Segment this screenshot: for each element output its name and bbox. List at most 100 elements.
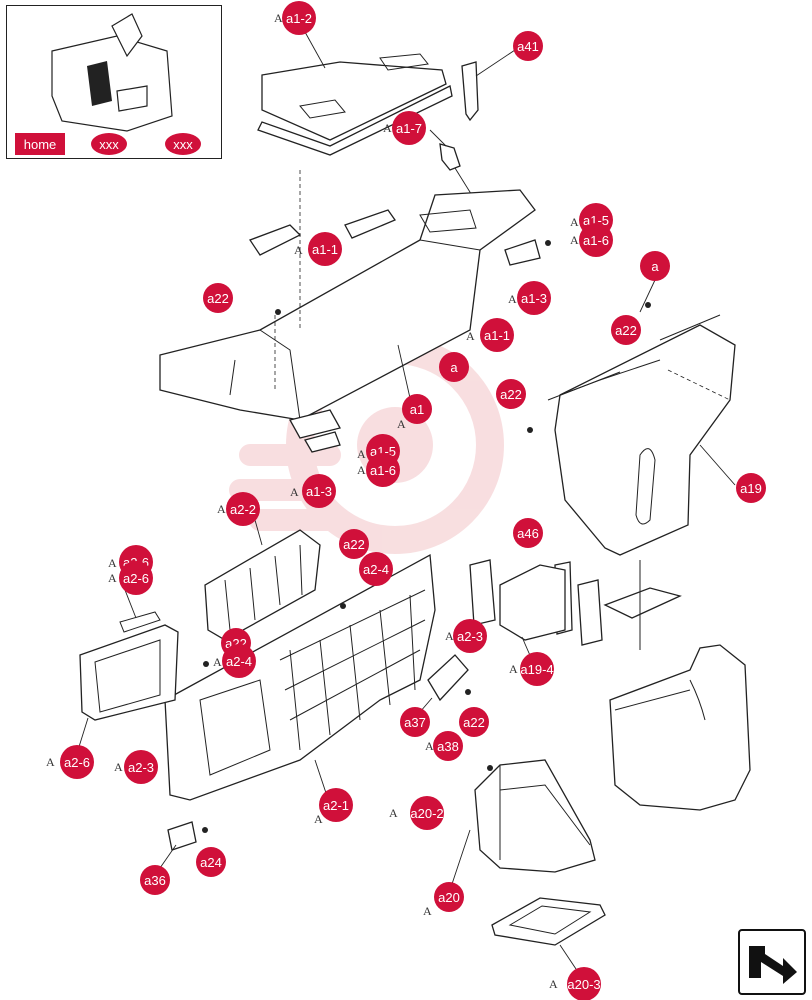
callout-badge-a2-6a[interactable] bbox=[119, 561, 153, 595]
next-page-button[interactable] bbox=[738, 929, 806, 995]
callout-badge-label-a1-2: a1-2 bbox=[286, 11, 312, 26]
callout-a2-4[interactable]: a2-4 bbox=[359, 552, 393, 586]
callout-a2-1[interactable]: Aa2-1 bbox=[314, 788, 353, 826]
bracket-a37 bbox=[419, 654, 469, 713]
callout-badge-label-a-mid: a bbox=[450, 360, 458, 375]
callout-badge-a1-3-low[interactable] bbox=[302, 474, 336, 508]
callout-badge-a38[interactable] bbox=[433, 731, 463, 761]
callout-badge-label-a20-3: a20-3 bbox=[567, 977, 600, 992]
callout-badge-a19-4[interactable] bbox=[520, 652, 554, 686]
callout-a22-m2[interactable]: a22 bbox=[339, 529, 369, 559]
callout-a19[interactable]: a19 bbox=[736, 473, 766, 503]
callout-badge-label-a2-6b: a2-6 bbox=[64, 755, 90, 770]
callout-badge-a22-mid[interactable] bbox=[496, 379, 526, 409]
callout-badge-label-a1-1c: a1-1 bbox=[484, 328, 510, 343]
callout-badge-a22-right[interactable] bbox=[611, 315, 641, 345]
callout-badge-a1-3-top[interactable] bbox=[517, 281, 551, 315]
inset-overview: home xxx xxx bbox=[6, 5, 222, 159]
callout-a1[interactable]: Aa1 bbox=[397, 394, 432, 431]
callout-a22-right[interactable]: a22 bbox=[611, 315, 641, 345]
callout-badge-a19[interactable] bbox=[736, 473, 766, 503]
callout-a-right[interactable]: a bbox=[640, 251, 670, 281]
callout-badge-a1-6-low[interactable] bbox=[366, 453, 400, 487]
callout-a36[interactable]: a36 bbox=[140, 865, 170, 895]
callout-badge-a2-4[interactable] bbox=[359, 552, 393, 586]
callout-badge-a2-6b[interactable] bbox=[60, 745, 94, 779]
callout-badge-a41[interactable] bbox=[513, 31, 543, 61]
callout-prefix-a2-6b: A bbox=[46, 755, 55, 769]
callout-badge-a1-7[interactable] bbox=[392, 111, 426, 145]
callout-badge-a20-2[interactable] bbox=[410, 796, 444, 830]
inset-tab-xxx-1[interactable]: xxx bbox=[91, 133, 127, 155]
callout-badge-a20[interactable] bbox=[434, 882, 464, 912]
connector-box bbox=[499, 564, 566, 661]
callout-badge-a1[interactable] bbox=[402, 394, 432, 424]
callout-badge-a2-3-r[interactable] bbox=[453, 619, 487, 653]
callout-badge-label-a1-1: a1-1 bbox=[312, 242, 338, 257]
callout-badge-a20-3[interactable] bbox=[567, 967, 601, 1000]
callout-badge-a2-2[interactable] bbox=[226, 492, 260, 526]
callout-badge-a37[interactable] bbox=[400, 707, 430, 737]
callout-badge-a2-4-l[interactable] bbox=[222, 644, 256, 678]
callout-prefix-a2-6a: A bbox=[108, 571, 117, 585]
callout-a46[interactable]: a46 bbox=[513, 518, 543, 548]
callout-badge-label-a1: a1 bbox=[410, 402, 424, 417]
callout-badge-a22-m2[interactable] bbox=[339, 529, 369, 559]
grid-panel-a2-1 bbox=[164, 553, 436, 806]
callout-a-mid[interactable]: a bbox=[439, 352, 469, 382]
callout-prefix-a2-4-l: A bbox=[213, 655, 222, 669]
callout-badge-label-a2-3-r: a2-3 bbox=[457, 629, 483, 644]
callout-badge-a-right[interactable] bbox=[640, 251, 670, 281]
callout-a22-mid[interactable]: a22 bbox=[496, 379, 526, 409]
callout-badge-a1-2[interactable] bbox=[282, 1, 316, 35]
callout-a24[interactable]: a24 bbox=[196, 847, 226, 877]
callout-a41[interactable]: a41 bbox=[513, 31, 543, 61]
callout-badge-a46[interactable] bbox=[513, 518, 543, 548]
callout-badge-a1-1c[interactable] bbox=[480, 318, 514, 352]
callout-a22-b[interactable]: a22 bbox=[459, 707, 489, 737]
callout-badge-a1-1[interactable] bbox=[308, 232, 342, 266]
callout-badge-a22-top[interactable] bbox=[203, 283, 233, 313]
callout-badge-label-a41: a41 bbox=[517, 39, 539, 54]
inset-tab-home[interactable]: home bbox=[15, 133, 65, 155]
callout-badge-a36[interactable] bbox=[140, 865, 170, 895]
callout-badge-label-a22-b: a22 bbox=[463, 715, 485, 730]
callout-prefix-a2-6: A bbox=[108, 556, 117, 570]
top-lid-panel bbox=[257, 31, 453, 156]
callout-badge-label-a1-6: a1-6 bbox=[583, 233, 609, 248]
screw-parts bbox=[202, 240, 651, 833]
callout-badge-a22-b[interactable] bbox=[459, 707, 489, 737]
callout-prefix-a20-2: A bbox=[389, 806, 398, 820]
callout-a37[interactable]: a37 bbox=[400, 707, 430, 737]
callout-badge-a2-1[interactable] bbox=[319, 788, 353, 822]
inset-tab-xxx-2[interactable]: xxx bbox=[165, 133, 201, 155]
callout-a22-top[interactable]: a22 bbox=[203, 283, 233, 313]
callout-badge-a24[interactable] bbox=[196, 847, 226, 877]
callout-prefix-a1: A bbox=[397, 417, 406, 431]
callout-badge-a2-3-l[interactable] bbox=[124, 750, 158, 784]
callout-prefix-a1-6-low: A bbox=[357, 463, 366, 477]
callout-badge-a1-6[interactable] bbox=[579, 223, 613, 257]
callout-badge-a-mid[interactable] bbox=[439, 352, 469, 382]
grid-panel-a2-2 bbox=[204, 519, 321, 641]
